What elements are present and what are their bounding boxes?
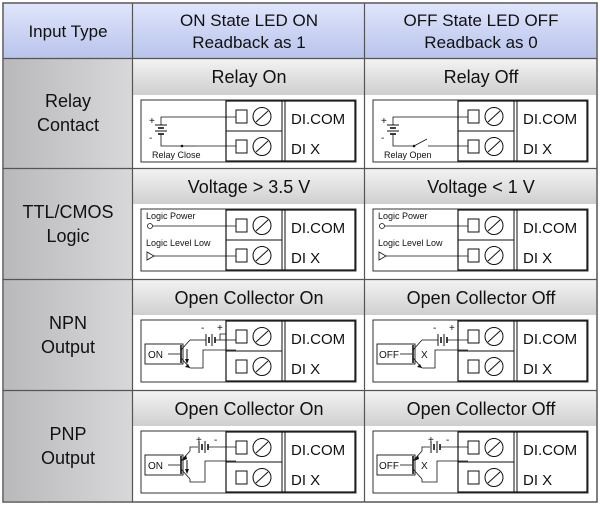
cell-title-bar xyxy=(365,59,596,95)
cell-title-bar xyxy=(365,280,596,315)
svg-text:+: + xyxy=(449,323,455,334)
svg-text:-: - xyxy=(446,435,449,446)
header-off-cell xyxy=(365,4,596,58)
terminal-dix-label: DI X xyxy=(291,250,320,267)
svg-text:OFF: OFF xyxy=(379,350,399,361)
svg-text:-: - xyxy=(433,323,436,334)
cell-title-ttl-on: Voltage > 3.5 V xyxy=(188,177,311,197)
svg-text:Relay Close: Relay Close xyxy=(152,150,201,160)
row-label-ttl-2: Logic xyxy=(46,226,89,246)
ttl-high-circuit: Logic Power Logic Level Low xyxy=(146,211,236,261)
svg-text:ON: ON xyxy=(148,350,163,361)
header-off-line2: Readback as 0 xyxy=(424,33,537,52)
relay-close-circuit: + - Relay Close xyxy=(149,116,236,160)
row-label-pnp-2: Output xyxy=(41,448,95,468)
terminal-dix-label: DI X xyxy=(523,141,552,158)
svg-text:-: - xyxy=(381,133,384,144)
header-input-type-cell xyxy=(4,4,132,58)
terminal-dix-label: DI X xyxy=(523,361,552,378)
cell-title-bar xyxy=(133,280,364,315)
svg-text:X: X xyxy=(421,350,428,361)
terminal-com-label: DI.COM xyxy=(523,220,577,237)
svg-text:Logic Power: Logic Power xyxy=(146,211,196,221)
svg-text:+: + xyxy=(149,116,155,127)
cell-title-bar xyxy=(133,169,364,204)
svg-text:X: X xyxy=(421,461,428,472)
terminal-dix-label: DI X xyxy=(291,141,320,158)
terminal-com-label: DI.COM xyxy=(291,331,345,348)
terminal-dix-label: DI X xyxy=(291,472,320,489)
terminal-dix-label: DI X xyxy=(523,250,552,267)
cell-title-npn-off: Open Collector Off xyxy=(407,288,557,308)
terminal-dix-label: DI X xyxy=(523,472,552,489)
header-off-line1: OFF State LED OFF xyxy=(404,11,559,30)
terminal-com-label: DI.COM xyxy=(523,111,577,128)
row-label-ttl-1: TTL/CMOS xyxy=(22,202,113,222)
cell-title-relay-on: Relay On xyxy=(211,67,286,87)
cell-title-bar xyxy=(133,391,364,426)
row-label-cell xyxy=(4,280,132,390)
svg-text:-: - xyxy=(214,435,217,446)
cell-title-pnp-on: Open Collector On xyxy=(174,399,323,419)
pnp-off-circuit: OFF X + - xyxy=(376,435,468,483)
svg-text:Logic Power: Logic Power xyxy=(378,211,428,221)
svg-text:+: + xyxy=(217,323,223,334)
row-label-cell xyxy=(4,391,132,501)
svg-text:Relay Open: Relay Open xyxy=(384,150,432,160)
cell-title-bar xyxy=(365,391,596,426)
cell-title-npn-on: Open Collector On xyxy=(174,288,323,308)
row-label-cell xyxy=(4,169,132,279)
row-label-cell xyxy=(4,59,132,168)
header-on-line1: ON State LED ON xyxy=(180,11,318,30)
ttl-low-circuit: Logic Power Logic Level Low xyxy=(378,211,468,261)
terminal-com-label: DI.COM xyxy=(523,331,577,348)
grid-lines xyxy=(3,3,597,502)
row-label-pnp-1: PNP xyxy=(49,424,86,444)
terminal-com-label: DI.COM xyxy=(291,442,345,459)
cell-title-relay-off: Relay Off xyxy=(444,67,520,87)
terminal-com-label: DI.COM xyxy=(291,220,345,237)
header-on-line2: Readback as 1 xyxy=(192,33,305,52)
svg-text:OFF: OFF xyxy=(379,461,399,472)
svg-text:Logic Level Low: Logic Level Low xyxy=(378,238,443,248)
header-input-type: Input Type xyxy=(28,22,107,41)
cell-title-ttl-off: Voltage < 1 V xyxy=(427,177,535,197)
row-label-relay-1: Relay xyxy=(45,91,91,111)
npn-off-circuit: OFF X - + xyxy=(376,323,468,369)
svg-text:-: - xyxy=(149,133,152,144)
row-label-relay-2: Contact xyxy=(37,115,99,135)
cell-title-bar xyxy=(133,59,364,95)
cell-title-pnp-off: Open Collector Off xyxy=(407,399,557,419)
header-on-cell xyxy=(133,4,364,58)
row-label-npn-1: NPN xyxy=(49,313,87,333)
relay-open-circuit: + - Relay Open xyxy=(381,116,468,160)
svg-text:Logic Level Low: Logic Level Low xyxy=(146,238,211,248)
terminal-com-label: DI.COM xyxy=(291,111,345,128)
npn-on-circuit: ON - + xyxy=(144,323,236,369)
svg-text:+: + xyxy=(428,435,434,446)
terminal-dix-label: DI X xyxy=(291,361,320,378)
terminal-com-label: DI.COM xyxy=(523,442,577,459)
pnp-on-circuit: ON + - xyxy=(144,435,236,483)
svg-text:-: - xyxy=(201,323,204,334)
svg-text:ON: ON xyxy=(148,461,163,472)
cell-title-bar xyxy=(365,169,596,204)
svg-text:+: + xyxy=(381,116,387,127)
row-label-npn-2: Output xyxy=(41,337,95,357)
svg-text:+: + xyxy=(196,435,202,446)
